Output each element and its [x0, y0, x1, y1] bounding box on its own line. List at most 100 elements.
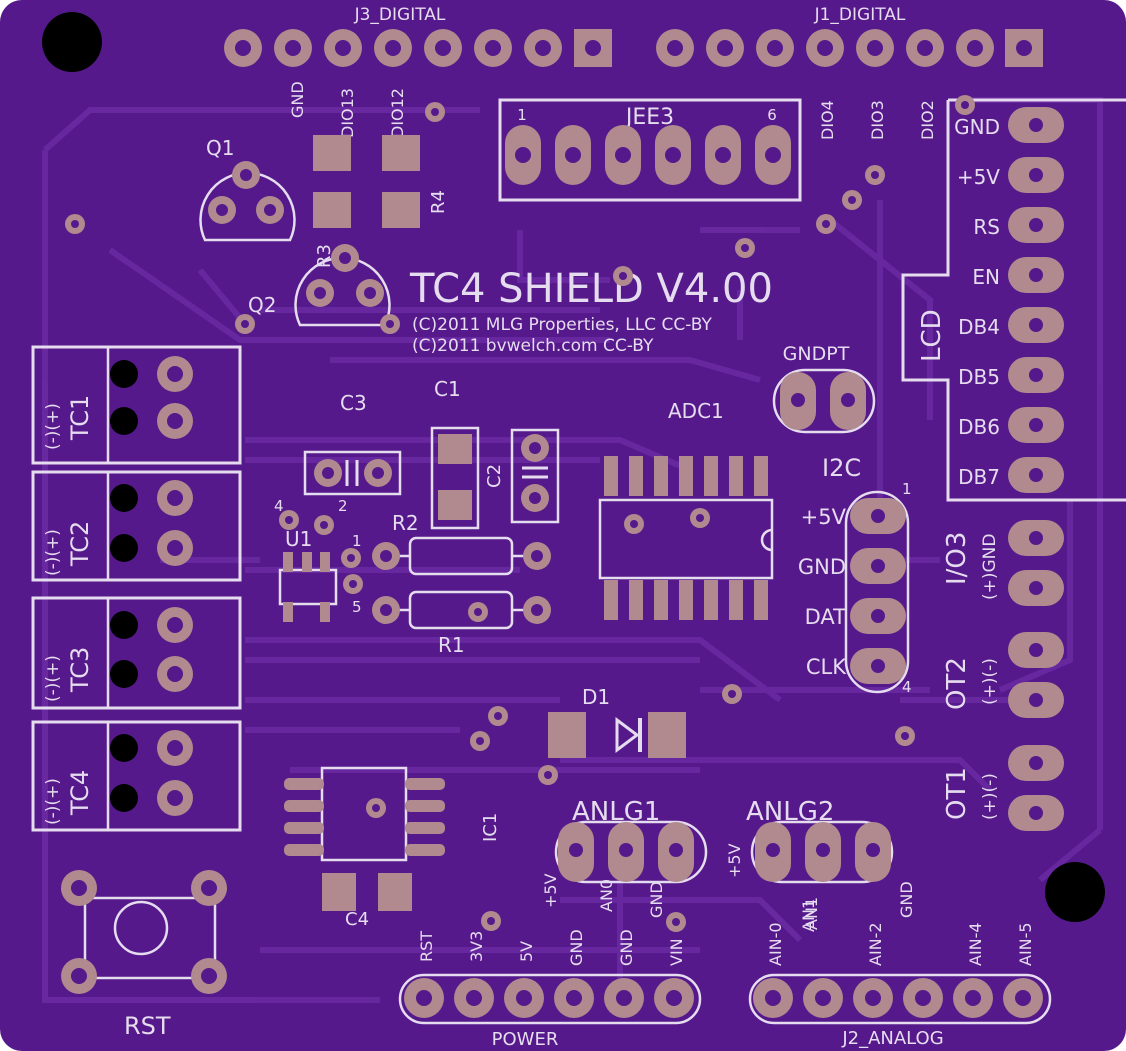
anlg2-pin: GND: [897, 881, 916, 918]
lcd-pin-label: RS: [973, 215, 1000, 239]
analog-pin: AIN-0: [766, 922, 785, 966]
c4-label: C4: [345, 909, 369, 930]
q2-label: Q2: [248, 293, 276, 317]
board-title: TC4 SHIELD V4.00: [409, 266, 773, 312]
j3-label: J3_DIGITAL: [354, 5, 446, 25]
i2c-pin-first: 1: [902, 480, 912, 498]
i2c-pin-label: CLK: [806, 655, 847, 679]
j1-pin-label: DIO2: [918, 100, 937, 140]
anlg2-pin: +5V: [725, 843, 744, 878]
tc-polarity: (-)(+): [43, 778, 63, 825]
ot1-pins: (+)(-): [980, 773, 1000, 820]
copyright-line-2: (C)2011 bvwelch.com CC-BY: [412, 336, 654, 356]
lcd-pin-label: +5V: [957, 165, 1000, 189]
u1-pin-label: 5: [352, 598, 362, 616]
mounting-hole: [1045, 862, 1105, 922]
diode-d1: [548, 712, 686, 758]
rst-label: RST: [124, 1012, 171, 1040]
j2-analog-header: J2_ANALOG AIN-0 AN1 AIN-2 AIN-4 AIN-5: [748, 897, 1052, 1049]
tc-polarity: (-)(+): [43, 529, 63, 576]
lcd-pin-label: GND: [954, 115, 1000, 139]
ot2-pins: (+)(-): [980, 658, 1000, 705]
tc-label: TC2: [66, 521, 94, 567]
tc-polarity: (-)(+): [43, 655, 63, 702]
j3-pin-label: DIO12: [388, 88, 407, 138]
lcd-pin-label: DB5: [958, 365, 1000, 389]
analog-pin: AIN-4: [966, 922, 985, 966]
j1-digital-header: J1_DIGITAL DIO4 DIO3 DIO2: [656, 5, 1043, 140]
anlg1-pin: AN0: [597, 879, 616, 912]
tc2-block: TC2 (-)(+): [31, 470, 242, 582]
i2c-pin-label: GND: [798, 555, 846, 579]
transistor-q2: Q2: [248, 244, 391, 327]
i2c-label: I2C: [822, 454, 861, 482]
u1-chip: U1 4 2 1 5: [274, 497, 362, 622]
power-pin: 5V: [517, 941, 536, 962]
mounting-hole: [42, 12, 102, 72]
resistor-r3-r4: [313, 135, 420, 228]
j3-digital-header: J3_DIGITAL GND DIO13 DIO12: [224, 5, 612, 138]
analog-pin: AIN-5: [1016, 922, 1035, 966]
c3-label: C3: [340, 391, 367, 415]
j1-pin-label: DIO4: [818, 100, 837, 140]
power-pin: 3V3: [467, 931, 486, 962]
capacitor-c1: [430, 426, 480, 530]
tc-label: TC1: [66, 395, 94, 441]
io3-label: I/O3: [942, 532, 972, 585]
ic1-chip: [284, 766, 445, 862]
power-pin: GND: [567, 929, 586, 966]
jee3-pin-last: 6: [767, 106, 777, 124]
resistor-r2: [372, 536, 551, 576]
c2-label: C2: [484, 464, 505, 488]
lcd-pin-label: EN: [972, 265, 1000, 289]
j2-label: J2_ANALOG: [841, 1028, 943, 1049]
gnd-test-point: GNDPT: [772, 343, 876, 434]
r4-label: R4: [428, 190, 449, 214]
tc-label: TC4: [66, 770, 94, 816]
analog-pin: AN1: [802, 897, 821, 930]
adc1-label: ADC1: [668, 399, 724, 423]
resistor-r1: [372, 590, 551, 630]
tc-polarity: (-)(+): [43, 403, 63, 450]
analog-pin: AIN-2: [866, 922, 885, 966]
ot1-label: OT1: [942, 767, 972, 820]
tc-label: TC3: [66, 647, 94, 693]
c1-label: C1: [434, 377, 461, 401]
power-pin: RST: [417, 931, 436, 962]
jee3-pin-first: 1: [517, 106, 527, 124]
lcd-pin-label: DB4: [958, 315, 1000, 339]
r2-label: R2: [392, 511, 419, 535]
tc3-block: TC3 (-)(+): [31, 596, 242, 710]
adc1-chip: [598, 456, 774, 620]
reset-button[interactable]: RST: [61, 870, 227, 1040]
anlg2-header: ANLG2 +5V AN1 GND: [725, 797, 916, 932]
ic1-label: IC1: [480, 813, 501, 842]
i2c-pin-last: 4: [902, 678, 912, 696]
j3-pin-label: DIO13: [338, 88, 357, 138]
output-headers: I/O3 (+)GND OT2 (+)(-) OT1 (+)(-): [942, 520, 1064, 831]
tc4-block: TC4 (-)(+): [31, 720, 242, 832]
i2c-pin-label: +5V: [801, 505, 847, 529]
power-label: POWER: [492, 1029, 559, 1050]
jee3-connector: JEE3 1 6: [498, 98, 802, 202]
capacitor-c2: [510, 428, 560, 524]
j1-label: J1_DIGITAL: [814, 5, 906, 25]
power-pin: VIN: [667, 938, 686, 966]
capacitor-c3: [303, 450, 402, 496]
ot2-label: OT2: [942, 657, 972, 710]
lcd-label: LCD: [917, 309, 947, 362]
anlg1-header: ANLG1 +5V AN0 GND: [541, 797, 708, 918]
lcd-pin-label: DB6: [958, 415, 1000, 439]
tc1-block: TC1 (-)(+): [31, 345, 242, 465]
u1-label: U1: [285, 527, 312, 551]
power-pin: GND: [617, 929, 636, 966]
gndpt-label: GNDPT: [783, 343, 850, 365]
u1-pin-label: 1: [352, 532, 362, 550]
j3-pin-label: GND: [288, 81, 307, 118]
q1-label: Q1: [206, 136, 234, 160]
capacitor-c4: C4: [322, 873, 412, 930]
u1-pin-label: 2: [338, 497, 348, 515]
anlg2-pin: AN1: [799, 899, 818, 932]
power-header: POWER RST 3V3 5V GND GND VIN: [398, 929, 702, 1050]
